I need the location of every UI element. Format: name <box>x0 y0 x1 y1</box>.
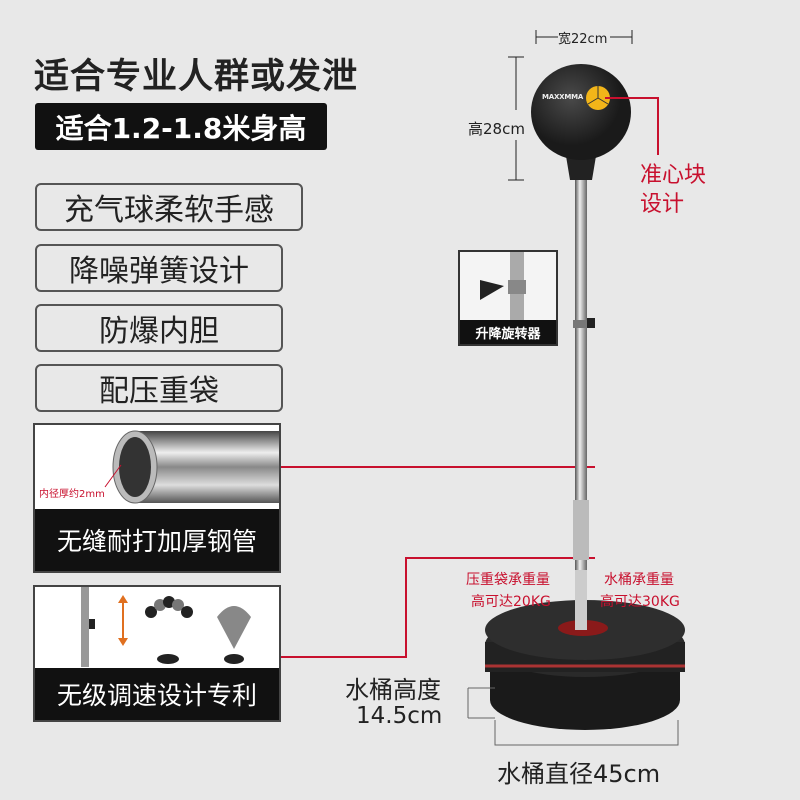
feature-explosion-proof: 防爆内胆 <box>35 304 283 352</box>
target-callout-line2: 设计 <box>640 192 685 217</box>
target-callout-line1: 准心块 <box>640 163 707 188</box>
feature-weight-bag: 配压重袋 <box>35 364 283 412</box>
adjuster-label: 升降旋转器 <box>460 320 556 344</box>
ball-width-label: 宽22cm <box>558 32 608 47</box>
adjust-callout-line <box>281 656 407 658</box>
speed-adjust-panel: 无级调速设计专利 <box>33 585 281 722</box>
wall-thickness-note: 内径厚约2mm <box>39 489 105 500</box>
speed-adjust-illustration <box>81 587 251 667</box>
punching-ball-stand <box>467 30 685 746</box>
bucket-height-label: 水桶高度 <box>345 676 441 704</box>
adjust-callout-line-top <box>405 557 595 559</box>
steel-tube-panel: 内径厚约2mm 无缝耐打加厚钢管 <box>33 423 281 573</box>
headline: 适合专业人群或发泄 <box>34 57 359 97</box>
bucket-height-value: 14.5cm <box>356 703 443 729</box>
steel-tube-caption: 无缝耐打加厚钢管 <box>35 509 279 571</box>
adjuster-inset: 升降旋转器 <box>458 250 558 346</box>
speed-adjust-caption: 无级调速设计专利 <box>35 668 279 720</box>
spring <box>573 500 589 560</box>
height-badge: 适合1.2-1.8米身高 <box>35 103 327 150</box>
bucket-load-line1: 水桶承重量 <box>604 572 674 588</box>
steel-tube-image <box>104 430 279 504</box>
bag-load-line1: 压重袋承重量 <box>466 572 550 588</box>
tube-callout-line <box>281 466 595 468</box>
bag-load-line2: 高可达20KG <box>471 594 551 610</box>
brand-logo: MAXXMMA <box>542 93 584 101</box>
adjuster-image <box>480 252 526 322</box>
punching-ball <box>531 64 631 160</box>
feature-inflatable-ball: 充气球柔软手感 <box>35 183 303 231</box>
feature-noise-spring: 降噪弹簧设计 <box>35 244 283 292</box>
adjust-callout-line-vertical <box>405 557 407 658</box>
bucket-load-line2: 高可达30KG <box>600 594 680 610</box>
ball-height-label: 高28cm <box>468 120 525 138</box>
bucket-diameter-label: 水桶直径45cm <box>497 760 661 788</box>
